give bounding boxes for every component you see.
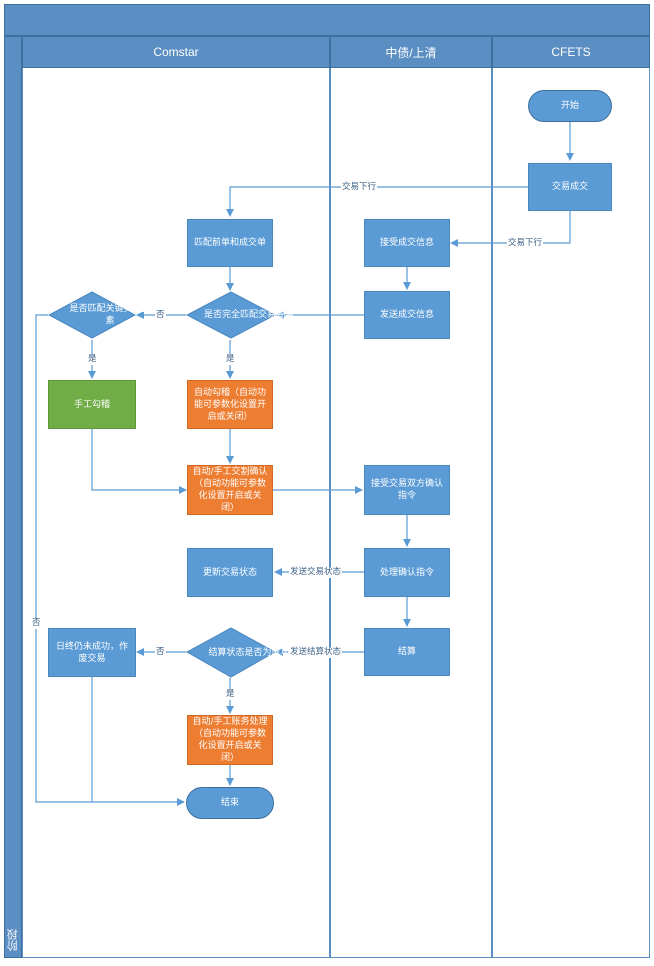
diamond-shape [186,291,276,339]
edge-label-yes-settle: 是 [225,689,236,700]
node-auto-account[interactable]: 自动/手工账务处理（自动功能可参数化设置开启或关闭） [187,715,273,765]
node-auto-check[interactable]: 自动勾稽（自动功能可参数化设置开启或关闭） [187,380,273,429]
lane-header-cfets: CFETS [492,36,650,68]
edge-label-trade-down-2: 交易下行 [507,238,544,249]
edge-trade-to-receive [450,211,571,247]
diamond-label: 是否匹配关键交易要素 [69,304,151,326]
edge-label-yes-keymatch: 是 [87,354,98,365]
node-settle-decision[interactable]: 结算状态是否为成功 [186,627,290,678]
diamond-label: 结算状态是否为成功 [208,647,290,658]
diamond-label: 是否完全匹配交易要素 [204,310,295,320]
node-manual-check[interactable]: 手工勾稽 [48,380,136,429]
node-end[interactable]: 结束 [186,787,274,819]
edge-label-no-settle: 否 [155,647,166,658]
node-full-match-decision[interactable]: 是否完全匹配交易要素 [186,291,294,339]
edge-label-no-keymatch: 否 [31,618,42,629]
diamond-shape [186,627,276,678]
lane-header-depository: 中债/上清 [330,36,492,68]
edge-label-trade-down-1: 交易下行 [341,182,378,193]
edge-manual-to-confirm [91,429,187,494]
edge-trade-to-match [226,186,528,217]
lane-body-cfets [492,68,650,958]
diagram-title-bar [4,4,650,36]
lane-body-comstar [22,68,330,958]
node-send-trade[interactable]: 发送成交信息 [364,291,450,339]
node-process-confirm[interactable]: 处理确认指令 [364,548,450,597]
node-receive-confirm[interactable]: 接受交易双方确认指令 [364,465,450,515]
edge-label-send-settle-status: 发送结算状态 [289,647,343,658]
node-day-end-fail[interactable]: 日终仍未成功，作废交易 [48,628,136,677]
node-match-deal[interactable]: 匹配前单和成交单 [187,219,273,267]
edge-label-yes-fullmatch: 是 [225,354,236,365]
diamond-shape [48,291,136,339]
node-update-status[interactable]: 更新交易状态 [187,548,273,597]
edge-label-send-trade-status: 发送交易状态 [289,567,343,578]
node-auto-confirm[interactable]: 自动/手工交割确认（自动功能可参数化设置开启或关闭） [187,465,273,515]
lane-header-comstar: Comstar [22,36,330,68]
phase-column [4,36,22,958]
node-settle[interactable]: 结算 [364,628,450,676]
edge-label-no-fullmatch: 否 [155,310,166,321]
node-start[interactable]: 开始 [528,90,612,122]
node-receive-trade[interactable]: 接受成交信息 [364,219,450,267]
node-trade-done[interactable]: 交易成交 [528,163,612,211]
edge-keymatch-no-to-end [35,314,185,806]
node-key-match-decision[interactable]: 是否匹配关键交易要素 [48,291,151,339]
